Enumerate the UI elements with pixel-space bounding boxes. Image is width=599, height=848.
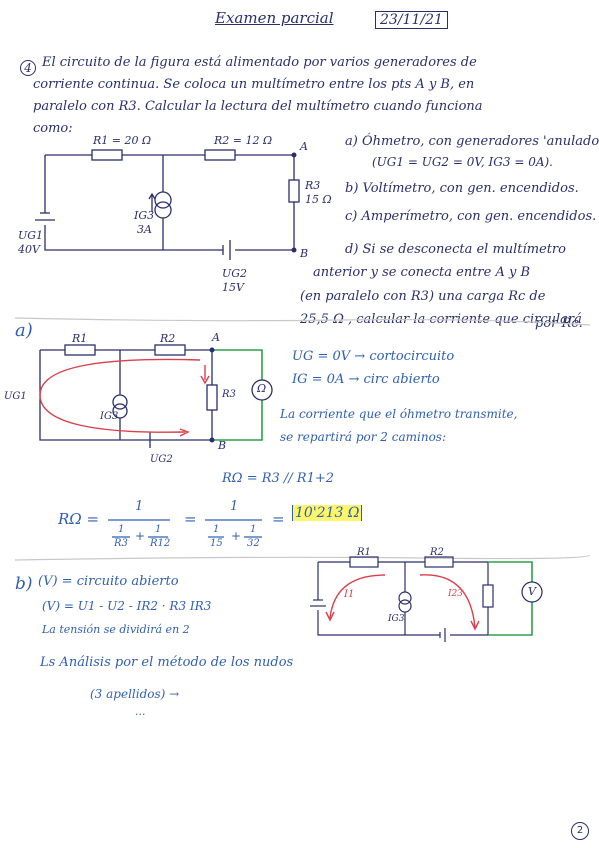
c1-r1-label: R1 = 20 Ω — [93, 134, 152, 147]
pb-meter-symbol: V — [528, 585, 536, 598]
pa-formula-t4: 1 — [250, 524, 257, 535]
pa-formula-plus2: + — [231, 529, 242, 543]
c1-r3-value: 15 Ω — [305, 193, 332, 206]
option-d-3: (en paralelo con R3) una carga Rc de — [300, 289, 546, 304]
pb-line-5: (3 apellidos) → — [90, 687, 180, 701]
pa-formula-eq2: = — [272, 510, 285, 528]
pa-formula-t1: 1 — [118, 524, 125, 535]
c1-ug1-label: UG1 — [18, 229, 44, 242]
pa-line-3: La corriente que el óhmetro transmite, — [280, 407, 518, 421]
pb-line-6: ... — [135, 705, 146, 718]
c1-ug2-value: 15V — [222, 281, 244, 294]
pa-r3-label: R3 — [222, 389, 236, 400]
problem-number: 4 — [20, 60, 36, 76]
option-a: a) Óhmetro, con generadores 'anulados' — [345, 134, 599, 149]
pa-node-b: B — [218, 439, 227, 452]
pb-line-3: La tensión se dividirá en 2 — [42, 623, 190, 636]
pa-formula-lhs: RΩ = — [58, 510, 100, 528]
pa-result-highlight: 10'213 Ω — [293, 505, 362, 521]
pa-formula-num: 1 — [135, 499, 144, 514]
pa-formula-t3: 1 — [213, 524, 220, 535]
c1-node-a: A — [300, 140, 308, 153]
pb-line-1: (V) = circuito abierto — [38, 574, 179, 589]
pa-formula-d3: 15 — [210, 538, 223, 549]
pa-ug1-label: UG1 — [4, 391, 27, 402]
part-b-label: b) — [15, 574, 33, 594]
c1-ig3-value: 3A — [137, 223, 152, 236]
pb-i2-label: I23 — [448, 589, 464, 599]
option-b: b) Voltímetro, con gen. encendidos. — [345, 181, 579, 196]
pa-formula-t2: 1 — [155, 524, 162, 535]
pa-line-1: UG = 0V → cortocircuito — [292, 349, 455, 364]
option-a-detail: (UG1 = UG2 = 0V, IG3 = 0A). — [372, 155, 553, 169]
pb-line-4: Ls Análisis por el método de los nudos — [40, 655, 294, 670]
option-d-1: d) Si se desconecta el multímetro — [345, 242, 566, 257]
option-c: c) Amperímetro, con gen. encendidos. — [345, 209, 597, 224]
pa-formula-num2: 1 — [230, 499, 239, 514]
part-a-label: a) — [15, 320, 33, 341]
pb-ig3-label: IG3 — [388, 614, 405, 624]
exam-title: Examen parcial — [215, 9, 334, 27]
c1-ig3-label: IG3 — [134, 209, 155, 222]
pb-i1-label: I1 — [344, 589, 355, 600]
pa-formula-result: 10'213 Ω — [292, 505, 363, 521]
pa-ig3-label: IG3 — [100, 411, 119, 422]
pa-formula-d1: R3 — [114, 538, 128, 549]
pb-r2-label: R2 — [430, 547, 444, 558]
problem-line-3: paralelo con R3. Calcular la lectura del… — [33, 99, 483, 114]
pb-r1-label: R1 — [357, 547, 371, 558]
pa-r1-label: R1 — [72, 332, 88, 345]
pa-line-4: se repartirá por 2 caminos: — [280, 430, 447, 444]
page-number: 2 — [571, 822, 589, 840]
c1-node-b: B — [300, 247, 309, 260]
problem-line-1: El circuito de la figura está alimentado… — [42, 55, 477, 70]
c1-ug2-label: UG2 — [222, 267, 248, 280]
c1-ug1-value: 40V — [18, 243, 40, 256]
pa-ug2-label: UG2 — [150, 454, 173, 465]
option-d-2: anterior y se conecta entre A y B — [313, 265, 531, 280]
pa-line-2: IG = 0A → circ abierto — [292, 372, 440, 387]
pa-formula-d2: R12 — [150, 538, 171, 549]
c1-r3-label: R3 — [305, 179, 321, 192]
pa-meter-symbol: Ω — [257, 382, 267, 395]
pa-node-a: A — [212, 331, 220, 344]
pa-req-line: RΩ = R3 // R1+2 — [222, 471, 335, 486]
pa-formula-eq: = — [184, 510, 197, 528]
pa-formula-plus1: + — [135, 529, 146, 543]
problem-line-2: corriente continua. Se coloca un multíme… — [33, 77, 475, 92]
pa-formula-d4: 32 — [247, 538, 260, 549]
exam-date: 23/11/21 — [375, 11, 448, 29]
pa-r2-label: R2 — [160, 332, 176, 345]
c1-r2-label: R2 = 12 Ω — [214, 134, 273, 147]
pb-line-2: (V) = U1 - U2 - IR2 · R3 IR3 — [42, 599, 212, 613]
problem-line-4: como: — [33, 121, 73, 136]
